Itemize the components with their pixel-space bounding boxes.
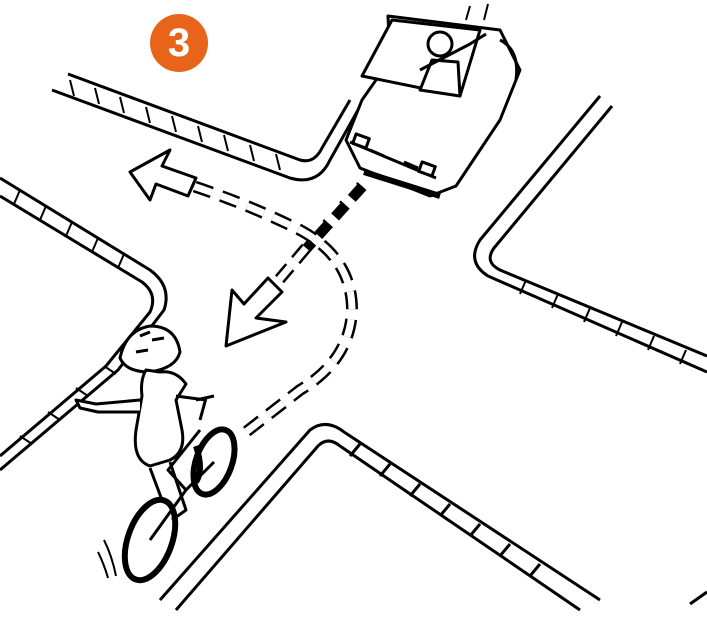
car-icon (346, 4, 520, 196)
step-number-badge: 3 (150, 14, 208, 72)
arrow-left-icon (130, 150, 196, 200)
curb-bottom (160, 424, 707, 610)
arrow-down-left-icon (226, 278, 286, 346)
curb-top-left (52, 74, 358, 180)
cyclist-icon (76, 326, 243, 587)
curb-right (475, 96, 707, 372)
